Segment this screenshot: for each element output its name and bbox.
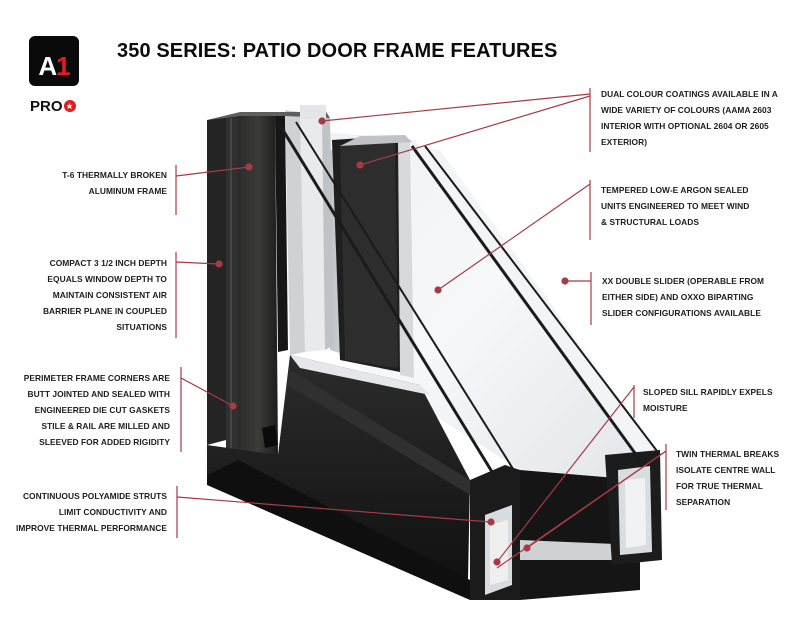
callout-line: SLEEVED FOR ADDED RIGIDITY: [39, 437, 170, 447]
callout-line: LIMIT CONDUCTIVITY AND: [58, 507, 167, 517]
callout-line: EXTERIOR): [601, 137, 648, 147]
callout-tempered-glass: TEMPERED LOW-E ARGON SEALED UNITS ENGINE…: [601, 182, 749, 230]
callout-line: SEPARATION: [676, 497, 731, 507]
callout-twin-thermal-breaks: TWIN THERMAL BREAKS ISOLATE CENTRE WALL …: [676, 446, 779, 510]
logo-mark: A1: [29, 53, 79, 79]
callout-line: BARRIER PLANE IN COUPLED: [42, 306, 167, 316]
callout-line: COMPACT 3 1/2 INCH DEPTH: [49, 258, 167, 268]
callout-xx-double-slider: XX DOUBLE SLIDER (OPERABLE FROM EITHER S…: [602, 273, 764, 321]
callout-line: & STRUCTURAL LOADS: [601, 217, 699, 227]
callout-line: TWIN THERMAL BREAKS: [676, 449, 780, 459]
callout-line: SLIDER CONFIGURATIONS AVAILABLE: [602, 308, 761, 318]
callout-line: SLOPED SILL RAPIDLY EXPELS: [643, 387, 773, 397]
a1-pro-logo: A1: [29, 36, 79, 86]
callout-line: T-6 THERMALLY BROKEN: [62, 170, 167, 180]
callout-dual-colour-coatings: DUAL COLOUR COATINGS AVAILABLE IN A WIDE…: [601, 86, 778, 150]
callout-perimeter-corners: PERIMETER FRAME CORNERS ARE BUTT JOINTED…: [24, 370, 170, 418]
callout-line: ENGINEERED DIE CUT GASKETS: [34, 405, 170, 415]
logo-letter: A: [38, 51, 57, 81]
callout-line: FOR TRUE THERMAL: [676, 481, 763, 491]
callout-line: CONTINUOUS POLYAMIDE STRUTS: [22, 491, 167, 501]
callout-line: ALUMINUM FRAME: [88, 186, 167, 196]
callout-t6-aluminum-frame: T-6 THERMALLY BROKEN ALUMINUM FRAME: [62, 167, 167, 199]
callout-leader-lines: [175, 88, 667, 569]
callout-compact-depth: COMPACT 3 1/2 INCH DEPTH EQUALS WINDOW D…: [43, 255, 167, 335]
callout-line: DUAL COLOUR COATINGS AVAILABLE IN A: [601, 89, 778, 99]
callout-line: XX DOUBLE SLIDER (OPERABLE FROM: [602, 276, 765, 286]
callout-line: ISOLATE CENTRE WALL: [676, 465, 776, 475]
sash-stile: [332, 135, 414, 378]
callout-sloped-sill: SLOPED SILL RAPIDLY EXPELS MOISTURE: [643, 384, 773, 416]
page-title: 350 SERIES: PATIO DOOR FRAME FEATURES: [117, 40, 558, 62]
callout-stile-rail: STILE & RAIL ARE MILLED AND SLEEVED FOR …: [39, 418, 170, 450]
left-vertical-frame: [207, 105, 334, 460]
callout-line: STILE & RAIL ARE MILLED AND: [41, 421, 170, 431]
callout-line: EQUALS WINDOW DEPTH TO: [47, 274, 167, 284]
callout-line: MOISTURE: [643, 403, 688, 413]
callout-line: UNITS ENGINEERED TO MEET WIND: [601, 201, 750, 211]
callout-line: EITHER SIDE) AND OXXO BIPARTING: [602, 292, 754, 302]
callout-polyamide-struts: CONTINUOUS POLYAMIDE STRUTS LIMIT CONDUC…: [16, 488, 167, 536]
callout-line: TEMPERED LOW-E ARGON SEALED: [601, 185, 749, 195]
callout-dots: [215, 117, 569, 566]
callout-line: PERIMETER FRAME CORNERS ARE: [23, 373, 170, 383]
logo-sub-text: PRO: [30, 98, 63, 115]
logo-number: 1: [56, 51, 71, 81]
callout-line: WIDE VARIETY OF COLOURS (AAMA 2603: [601, 105, 772, 115]
callout-line: INTERIOR WITH OPTIONAL 2604 OR 2605: [601, 121, 769, 131]
maple-leaf-icon: [63, 100, 76, 112]
callout-line: IMPROVE THERMAL PERFORMANCE: [15, 523, 167, 533]
bottom-sill-rail: [207, 355, 662, 600]
logo-pro-label: PRO: [30, 99, 86, 115]
callout-line: SITUATIONS: [116, 322, 167, 332]
callout-line: MAINTAIN CONSISTENT AIR: [52, 290, 167, 300]
callout-line: BUTT JOINTED AND SEALED WITH: [27, 389, 170, 399]
